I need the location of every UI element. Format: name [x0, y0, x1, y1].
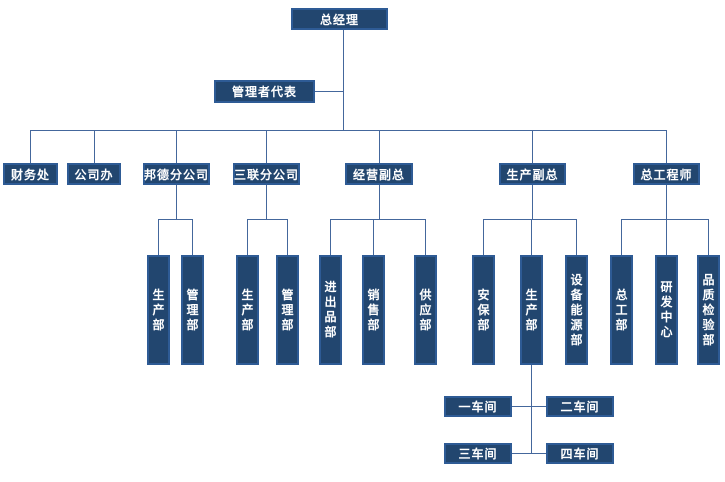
connector-drop-sanlian [266, 130, 267, 163]
connector-workshop-row1 [512, 406, 546, 407]
connector-sanlian-stem [266, 185, 267, 219]
connector-sanlian-child1 [247, 219, 248, 255]
connector-production-bus [483, 219, 577, 220]
node-finance-office: 财务处 [3, 163, 58, 185]
connector-operations-child3 [425, 219, 426, 255]
node-dept-security: 安保部 [472, 255, 495, 365]
node-dept-management-1: 管理部 [181, 255, 204, 365]
connector-chief-child3 [708, 219, 709, 255]
connector-drop-operations-vp [379, 130, 380, 163]
connector-bangde-bus [158, 219, 193, 220]
node-dept-management-2: 管理部 [276, 255, 299, 365]
node-sanlian-branch: 三联分公司 [233, 163, 300, 185]
node-chief-engineer: 总工程师 [633, 163, 700, 185]
connector-production-stem [532, 185, 533, 219]
connector-chief-stem [666, 185, 667, 219]
connector-operations-child2 [373, 219, 374, 255]
node-company-office: 公司办 [67, 163, 121, 185]
connector-operations-bus [330, 219, 426, 220]
connector-bangde-child2 [192, 219, 193, 255]
node-dept-production-3: 生产部 [520, 255, 543, 365]
connector-operations-child1 [330, 219, 331, 255]
node-dept-chief-engineering: 总工部 [610, 255, 633, 365]
connector-level2-bus [30, 130, 667, 131]
connector-drop-company-office [94, 130, 95, 163]
connector-production-child2 [531, 219, 532, 255]
node-general-manager: 总经理 [291, 8, 388, 30]
node-management-representative: 管理者代表 [214, 80, 315, 103]
node-dept-quality-inspection: 品质检验部 [697, 255, 720, 365]
connector-production-child1 [483, 219, 484, 255]
connector-drop-bangde [176, 130, 177, 163]
connector-drop-finance [30, 130, 31, 163]
connector-workshop-spine [531, 365, 532, 454]
connector-drop-production-vp [532, 130, 533, 163]
node-operations-vp: 经营副总 [345, 163, 413, 185]
node-workshop-2: 二车间 [546, 396, 614, 417]
node-dept-import-export: 进出品部 [319, 255, 342, 365]
connector-root-drop [343, 30, 344, 130]
node-workshop-4: 四车间 [546, 443, 614, 464]
node-dept-rnd-center: 研发中心 [655, 255, 678, 365]
connector-sanlian-bus [247, 219, 288, 220]
node-production-vp: 生产副总 [499, 163, 566, 185]
node-dept-production-2: 生产部 [236, 255, 259, 365]
connector-workshop-row2 [512, 453, 546, 454]
connector-operations-stem [379, 185, 380, 219]
node-dept-equipment-energy: 设备能源部 [565, 255, 588, 365]
connector-bangde-stem [176, 185, 177, 219]
node-workshop-1: 一车间 [444, 396, 512, 417]
connector-production-child3 [576, 219, 577, 255]
node-dept-production-1: 生产部 [147, 255, 170, 365]
connector-sanlian-child2 [287, 219, 288, 255]
connector-chief-bus [621, 219, 709, 220]
node-workshop-3: 三车间 [444, 443, 512, 464]
connector-staff-link [315, 91, 344, 92]
connector-drop-chief-engineer [666, 130, 667, 163]
node-dept-sales: 销售部 [362, 255, 385, 365]
node-bangde-branch: 邦德分公司 [143, 163, 210, 185]
connector-chief-child2 [666, 219, 667, 255]
connector-bangde-child1 [158, 219, 159, 255]
connector-chief-child1 [621, 219, 622, 255]
node-dept-supply: 供应部 [414, 255, 437, 365]
